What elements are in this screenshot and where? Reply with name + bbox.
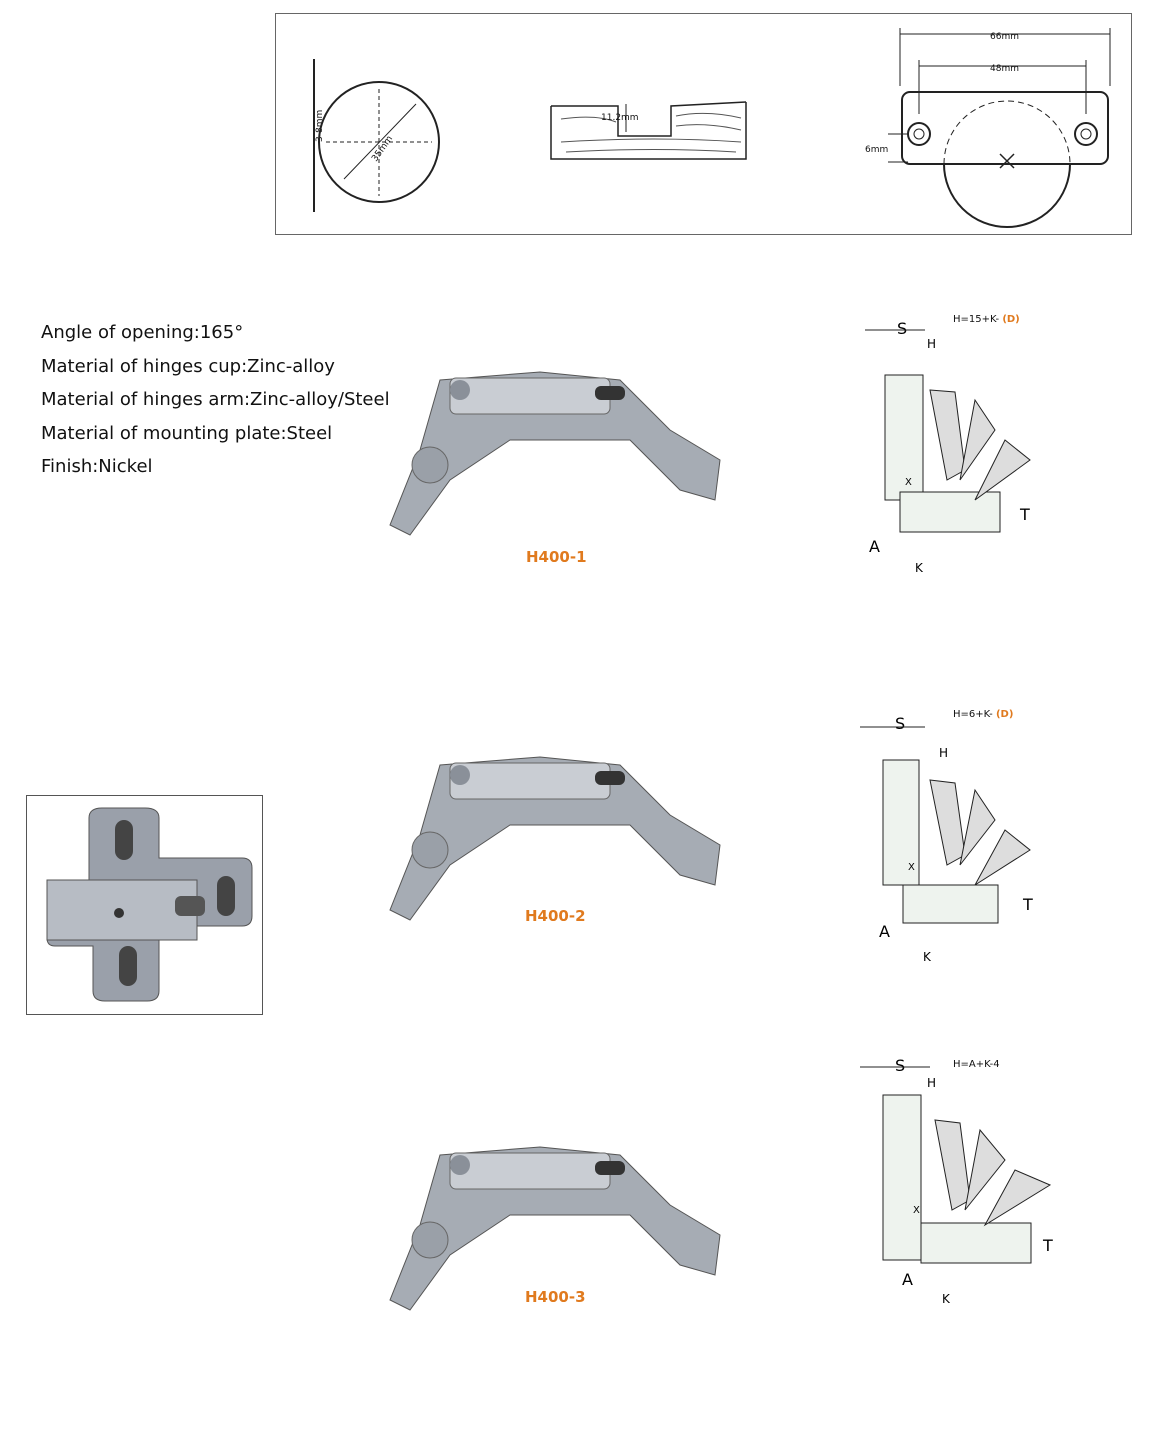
installation-diagram: S H T A K X — [860, 714, 1033, 964]
svg-text:A: A — [902, 1270, 913, 1289]
spec-plate-material: Material of mounting plate:Steel — [41, 422, 333, 444]
product-h400-2: H400-2 — [380, 745, 740, 935]
svg-text:S: S — [897, 319, 907, 338]
formula: H=A+K-4 — [953, 1059, 1000, 1070]
diagram-h400-2: H=6+K- (D) S H T A K X — [855, 705, 1055, 975]
cup-diameter-label: 35mm — [370, 134, 395, 163]
product-h400-3: H400-3 — [380, 1135, 740, 1315]
drilling-diagram: 3-8mm 35mm 11.2mm 66mm 48mm 6mm — [313, 28, 1111, 228]
installation-diagram: S H T A K X — [865, 319, 1031, 575]
svg-text:X: X — [908, 862, 915, 873]
svg-text:K: K — [915, 561, 924, 575]
svg-text:T: T — [1019, 505, 1030, 524]
formula: H=6+K- (D) — [953, 709, 1014, 720]
svg-text:H: H — [927, 337, 936, 351]
svg-text:K: K — [942, 1292, 951, 1306]
mounting-plate-image — [26, 795, 263, 1015]
model-label: H400-2 — [525, 907, 586, 925]
svg-text:H: H — [927, 1076, 936, 1090]
svg-text:A: A — [869, 537, 880, 556]
product-h400-1: H400-1 — [380, 360, 740, 580]
spec-list: Angle of opening:165° Material of hinges… — [41, 316, 390, 484]
model-label: H400-1 — [526, 548, 587, 566]
spec-finish: Finish:Nickel — [41, 456, 153, 477]
hinge-image — [389, 371, 721, 536]
model-label: H400-3 — [525, 1288, 586, 1306]
spec-arm-material: Material of hinges arm:Zinc-alloy/Steel — [41, 389, 390, 410]
plate-depth-label: 11.2mm — [601, 113, 639, 123]
svg-text:K: K — [923, 950, 932, 964]
outer-spacing-label: 66mm — [990, 32, 1019, 42]
diagram-h400-1: H=15+K- (D) S H T A K X — [855, 310, 1055, 585]
inner-spacing-label: 48mm — [990, 64, 1019, 74]
diagram-h400-3: H=A+K-4 S H T A K X — [855, 1055, 1065, 1315]
hinge-image — [389, 1146, 721, 1311]
svg-text:T: T — [1042, 1236, 1053, 1255]
hole-offset-label: 6mm — [865, 145, 888, 155]
installation-diagram: S H T A K X — [860, 1056, 1053, 1306]
svg-text:S: S — [895, 1056, 905, 1075]
svg-text:T: T — [1022, 895, 1033, 914]
hinge-image — [389, 756, 721, 921]
svg-text:X: X — [913, 1205, 920, 1216]
svg-text:S: S — [895, 714, 905, 733]
cup-depth-label: 3-8mm — [315, 110, 325, 142]
formula: H=15+K- (D) — [953, 314, 1020, 325]
svg-text:H: H — [939, 746, 948, 760]
spec-angle: Angle of opening:165° — [41, 322, 244, 343]
svg-text:X: X — [905, 477, 912, 488]
drilling-dimensions-panel: 3-8mm 35mm 11.2mm 66mm 48mm 6mm — [275, 13, 1132, 235]
svg-text:A: A — [879, 922, 890, 941]
spec-cup-material: Material of hinges cup:Zinc-alloy — [41, 355, 335, 377]
